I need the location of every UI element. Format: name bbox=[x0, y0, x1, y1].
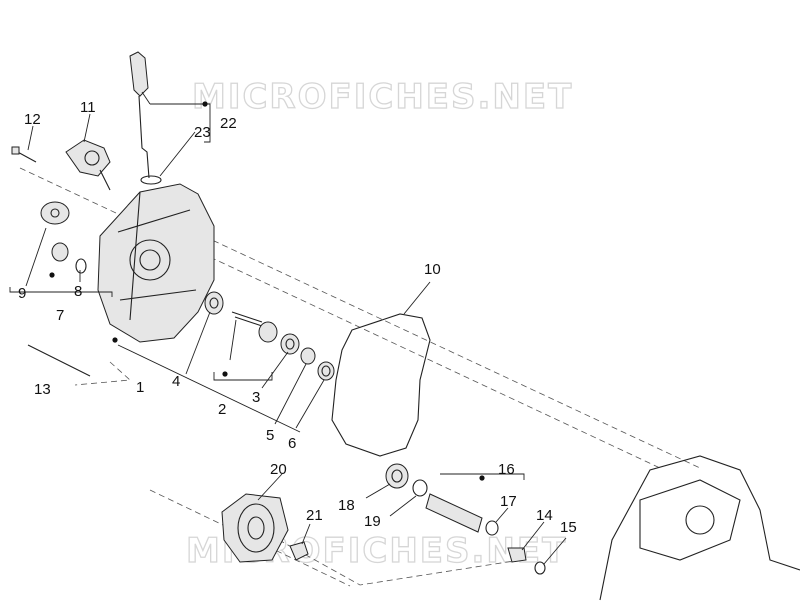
actuator-part bbox=[65, 139, 111, 191]
crankcase-cover-part bbox=[97, 183, 215, 343]
seal-6-part bbox=[317, 361, 335, 381]
leader-22 bbox=[141, 91, 151, 105]
callout-8: 8 bbox=[74, 283, 82, 300]
callout-10: 10 bbox=[424, 261, 441, 278]
bracket-16 bbox=[440, 473, 525, 480]
callout-13: 13 bbox=[34, 381, 51, 398]
bracket-22-dot bbox=[202, 101, 208, 107]
strainer-16-part bbox=[425, 493, 483, 533]
washer-15-part bbox=[534, 561, 546, 575]
callout-9: 9 bbox=[18, 285, 26, 302]
bushing-part bbox=[51, 242, 87, 274]
callout-2: 2 bbox=[218, 401, 226, 418]
callout-11: 11 bbox=[80, 99, 96, 116]
engine-reference-sketch bbox=[599, 455, 800, 601]
leader-17 bbox=[495, 507, 509, 523]
dipstick-part bbox=[129, 51, 162, 185]
shaft-2-part bbox=[231, 311, 278, 343]
bracket-3 bbox=[213, 372, 273, 381]
callout-22: 22 bbox=[220, 115, 237, 132]
callout-16: 16 bbox=[498, 461, 515, 478]
seal-5-part bbox=[300, 347, 316, 365]
callout-20: 20 bbox=[270, 461, 287, 478]
long-bolt-part bbox=[27, 344, 91, 377]
assembly-axis-mid bbox=[194, 231, 701, 469]
callout-7: 7 bbox=[56, 307, 64, 324]
leader-2-lead bbox=[229, 319, 237, 361]
bearing-4-part bbox=[204, 291, 224, 315]
pump-part bbox=[40, 201, 70, 225]
leader-14 bbox=[521, 521, 545, 551]
leader-19 bbox=[389, 495, 417, 517]
leader-4 bbox=[185, 311, 211, 375]
oring-17-part bbox=[485, 520, 499, 536]
leader-23 bbox=[159, 131, 196, 177]
callout-15: 15 bbox=[560, 519, 577, 536]
bearings-3-part bbox=[280, 333, 300, 355]
callout-18: 18 bbox=[338, 497, 355, 514]
callout-5: 5 bbox=[266, 427, 274, 444]
fitting-21-part bbox=[289, 541, 309, 561]
callout-21: 21 bbox=[306, 507, 323, 524]
bolt-12-part bbox=[11, 146, 37, 163]
leader-6 bbox=[295, 379, 325, 429]
leader-21 bbox=[301, 523, 311, 545]
oring-19-part bbox=[412, 479, 428, 497]
callout-6: 6 bbox=[288, 435, 296, 452]
watermark-top: MICROFICHES.NET bbox=[192, 77, 573, 117]
cap-18-part bbox=[385, 463, 409, 489]
leader-10 bbox=[403, 281, 431, 315]
leader-18 bbox=[365, 483, 391, 499]
callout-3: 3 bbox=[252, 389, 260, 406]
callout-12: 12 bbox=[24, 111, 41, 128]
leader-15 bbox=[543, 537, 567, 565]
callout-17: 17 bbox=[500, 493, 517, 510]
bracket-22 bbox=[150, 103, 211, 143]
leader-3 bbox=[261, 351, 289, 389]
callout-14: 14 bbox=[536, 507, 553, 524]
callout-19: 19 bbox=[364, 513, 381, 530]
leader-11 bbox=[83, 113, 91, 143]
bracket-9 bbox=[9, 287, 113, 297]
leader-20 bbox=[257, 473, 283, 501]
bracket-1-line bbox=[117, 344, 301, 433]
cover-dot bbox=[112, 337, 118, 343]
oil-filter-part bbox=[221, 493, 289, 563]
gasket-part bbox=[331, 313, 431, 457]
leader-5 bbox=[274, 363, 307, 425]
bracket-9-dot bbox=[49, 272, 55, 278]
callout-23: 23 bbox=[194, 124, 211, 141]
leader-9 bbox=[25, 227, 47, 287]
assembly-axis-upper bbox=[19, 167, 661, 469]
plug-14-part bbox=[507, 547, 527, 563]
callout-1: 1 bbox=[136, 379, 144, 396]
bolt-guide-line bbox=[74, 361, 131, 386]
callout-4: 4 bbox=[172, 373, 180, 390]
leader-12 bbox=[27, 125, 34, 151]
bracket-3-dot bbox=[222, 371, 228, 377]
bracket-16-dot bbox=[479, 475, 485, 481]
